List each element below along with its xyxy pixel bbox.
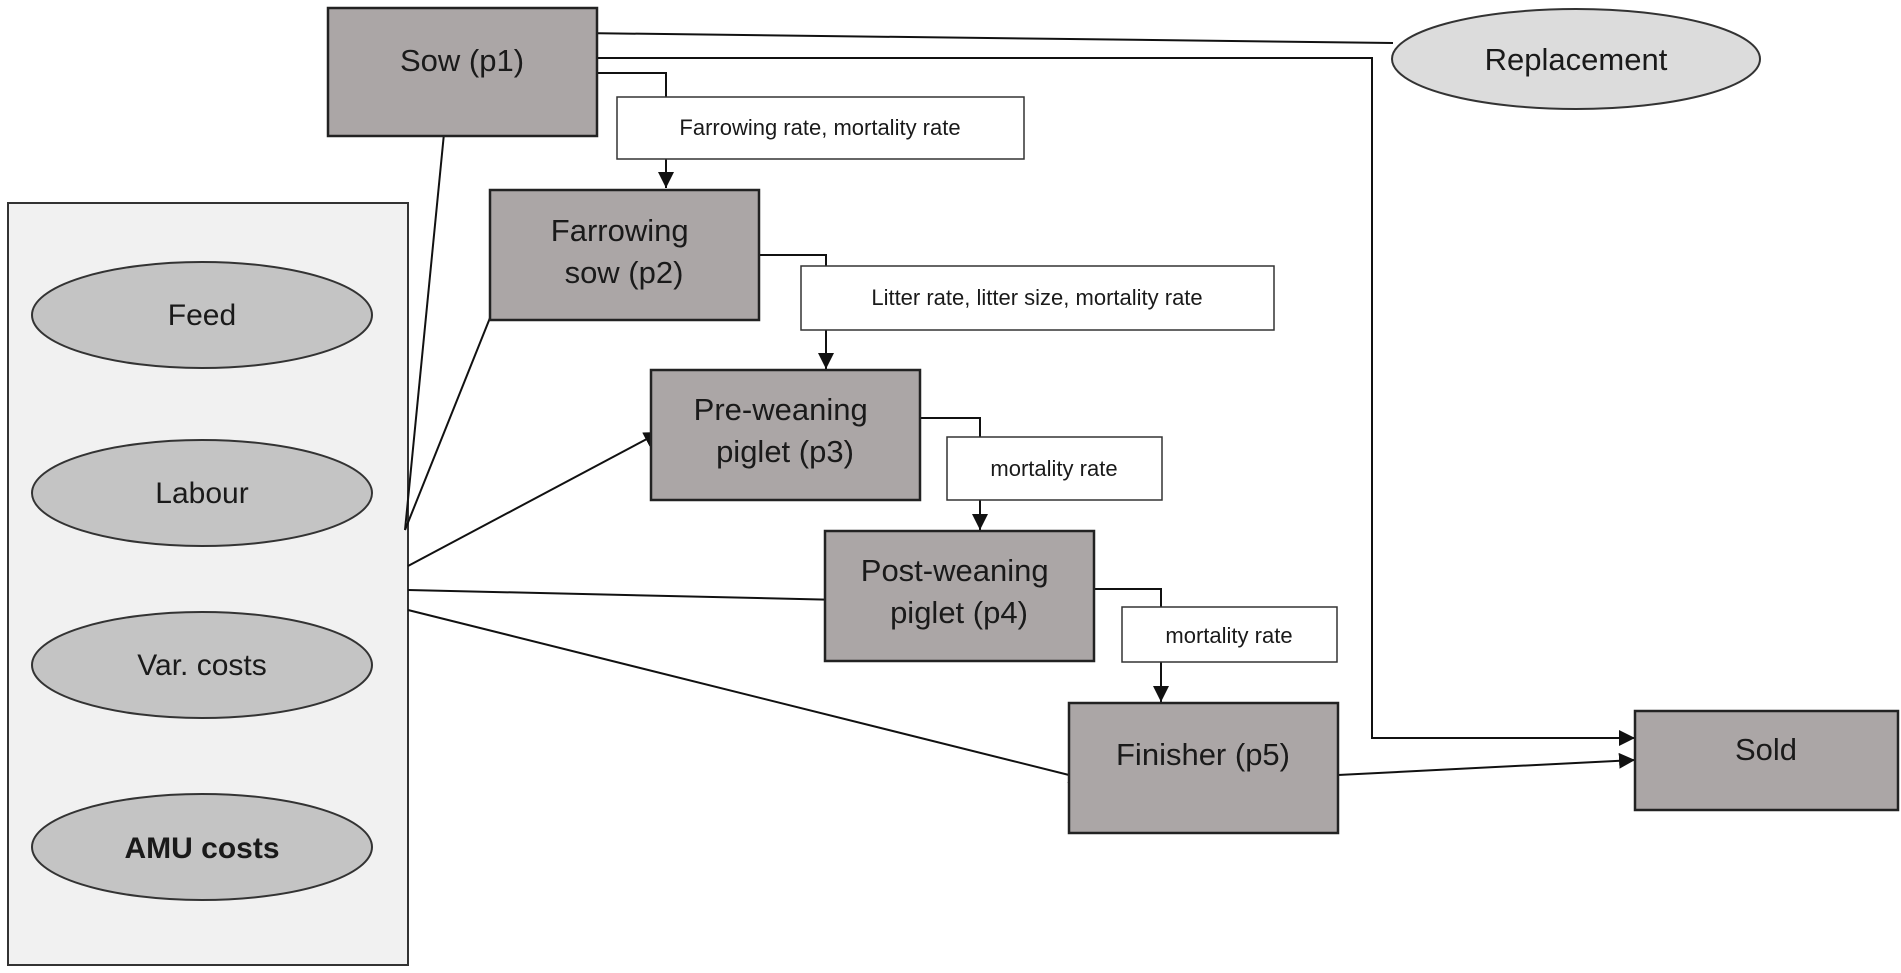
feed-ellipse <box>31 261 373 369</box>
rate-label-litter: Litter rate, litter size, mortality rate <box>871 285 1202 310</box>
arrow-input-to-sow <box>404 102 454 531</box>
post-weaning-box <box>823 529 1096 663</box>
rate-label-farrowing: Farrowing rate, mortality rate <box>679 115 960 140</box>
finisher-label: Finisher (p5) <box>1116 737 1290 772</box>
rate-box-farrowing <box>616 96 1025 160</box>
arrow-replacement-to-sow <box>579 25 1394 44</box>
arrow-input-to-finisher <box>407 609 1086 783</box>
rate-box-litter <box>800 265 1275 331</box>
var-costs-ellipse <box>31 611 373 719</box>
finisher-box <box>1067 701 1340 835</box>
post-weaning-label: Post-weaning piglet (p4) <box>861 553 1057 630</box>
labour-ellipse <box>31 439 373 547</box>
sold-box <box>1633 709 1900 812</box>
pre-weaning-line-1: Pre-weaning <box>694 392 868 427</box>
arrow-finisher-to-sold <box>1337 752 1636 776</box>
feed-label: Feed <box>168 299 236 332</box>
pre-weaning-line-2: piglet (p3) <box>716 434 854 469</box>
post-weaning-line-2: piglet (p4) <box>890 595 1028 630</box>
farrowing-sow-line-1: Farrowing <box>551 213 689 248</box>
rate-box-mortality-2 <box>1121 606 1338 663</box>
rate-label-mortality-1: mortality rate <box>990 456 1117 481</box>
sow-box <box>326 6 599 138</box>
arrow-sow-to-sold <box>597 57 1635 746</box>
sow-label: Sow (p1) <box>400 43 524 78</box>
arrow-input-to-preweaning <box>407 431 661 567</box>
amu-costs-label: AMU costs <box>124 832 279 865</box>
var-costs-label: Var. costs <box>137 649 267 682</box>
farrowing-sow-label: Farrowing sow (p2) <box>551 213 697 290</box>
labour-label: Labour <box>155 477 248 510</box>
arrow-farrowing-to-preweaning <box>759 254 834 369</box>
rate-box-mortality-1 <box>946 436 1163 501</box>
arrow-input-to-postweaning <box>407 589 843 608</box>
replacement-label: Replacement <box>1485 42 1668 77</box>
arrow-postweaning-to-finisher <box>1094 588 1169 702</box>
amu-costs-ellipse <box>31 793 373 901</box>
farrowing-sow-box <box>488 188 761 322</box>
pre-weaning-box <box>649 368 922 502</box>
sold-label: Sold <box>1735 732 1797 767</box>
rate-label-mortality-2: mortality rate <box>1165 623 1292 648</box>
replacement-ellipse <box>1391 8 1761 110</box>
farrowing-sow-line-2: sow (p2) <box>565 255 684 290</box>
post-weaning-line-1: Post-weaning <box>861 553 1049 588</box>
pre-weaning-label: Pre-weaning piglet (p3) <box>694 392 877 469</box>
